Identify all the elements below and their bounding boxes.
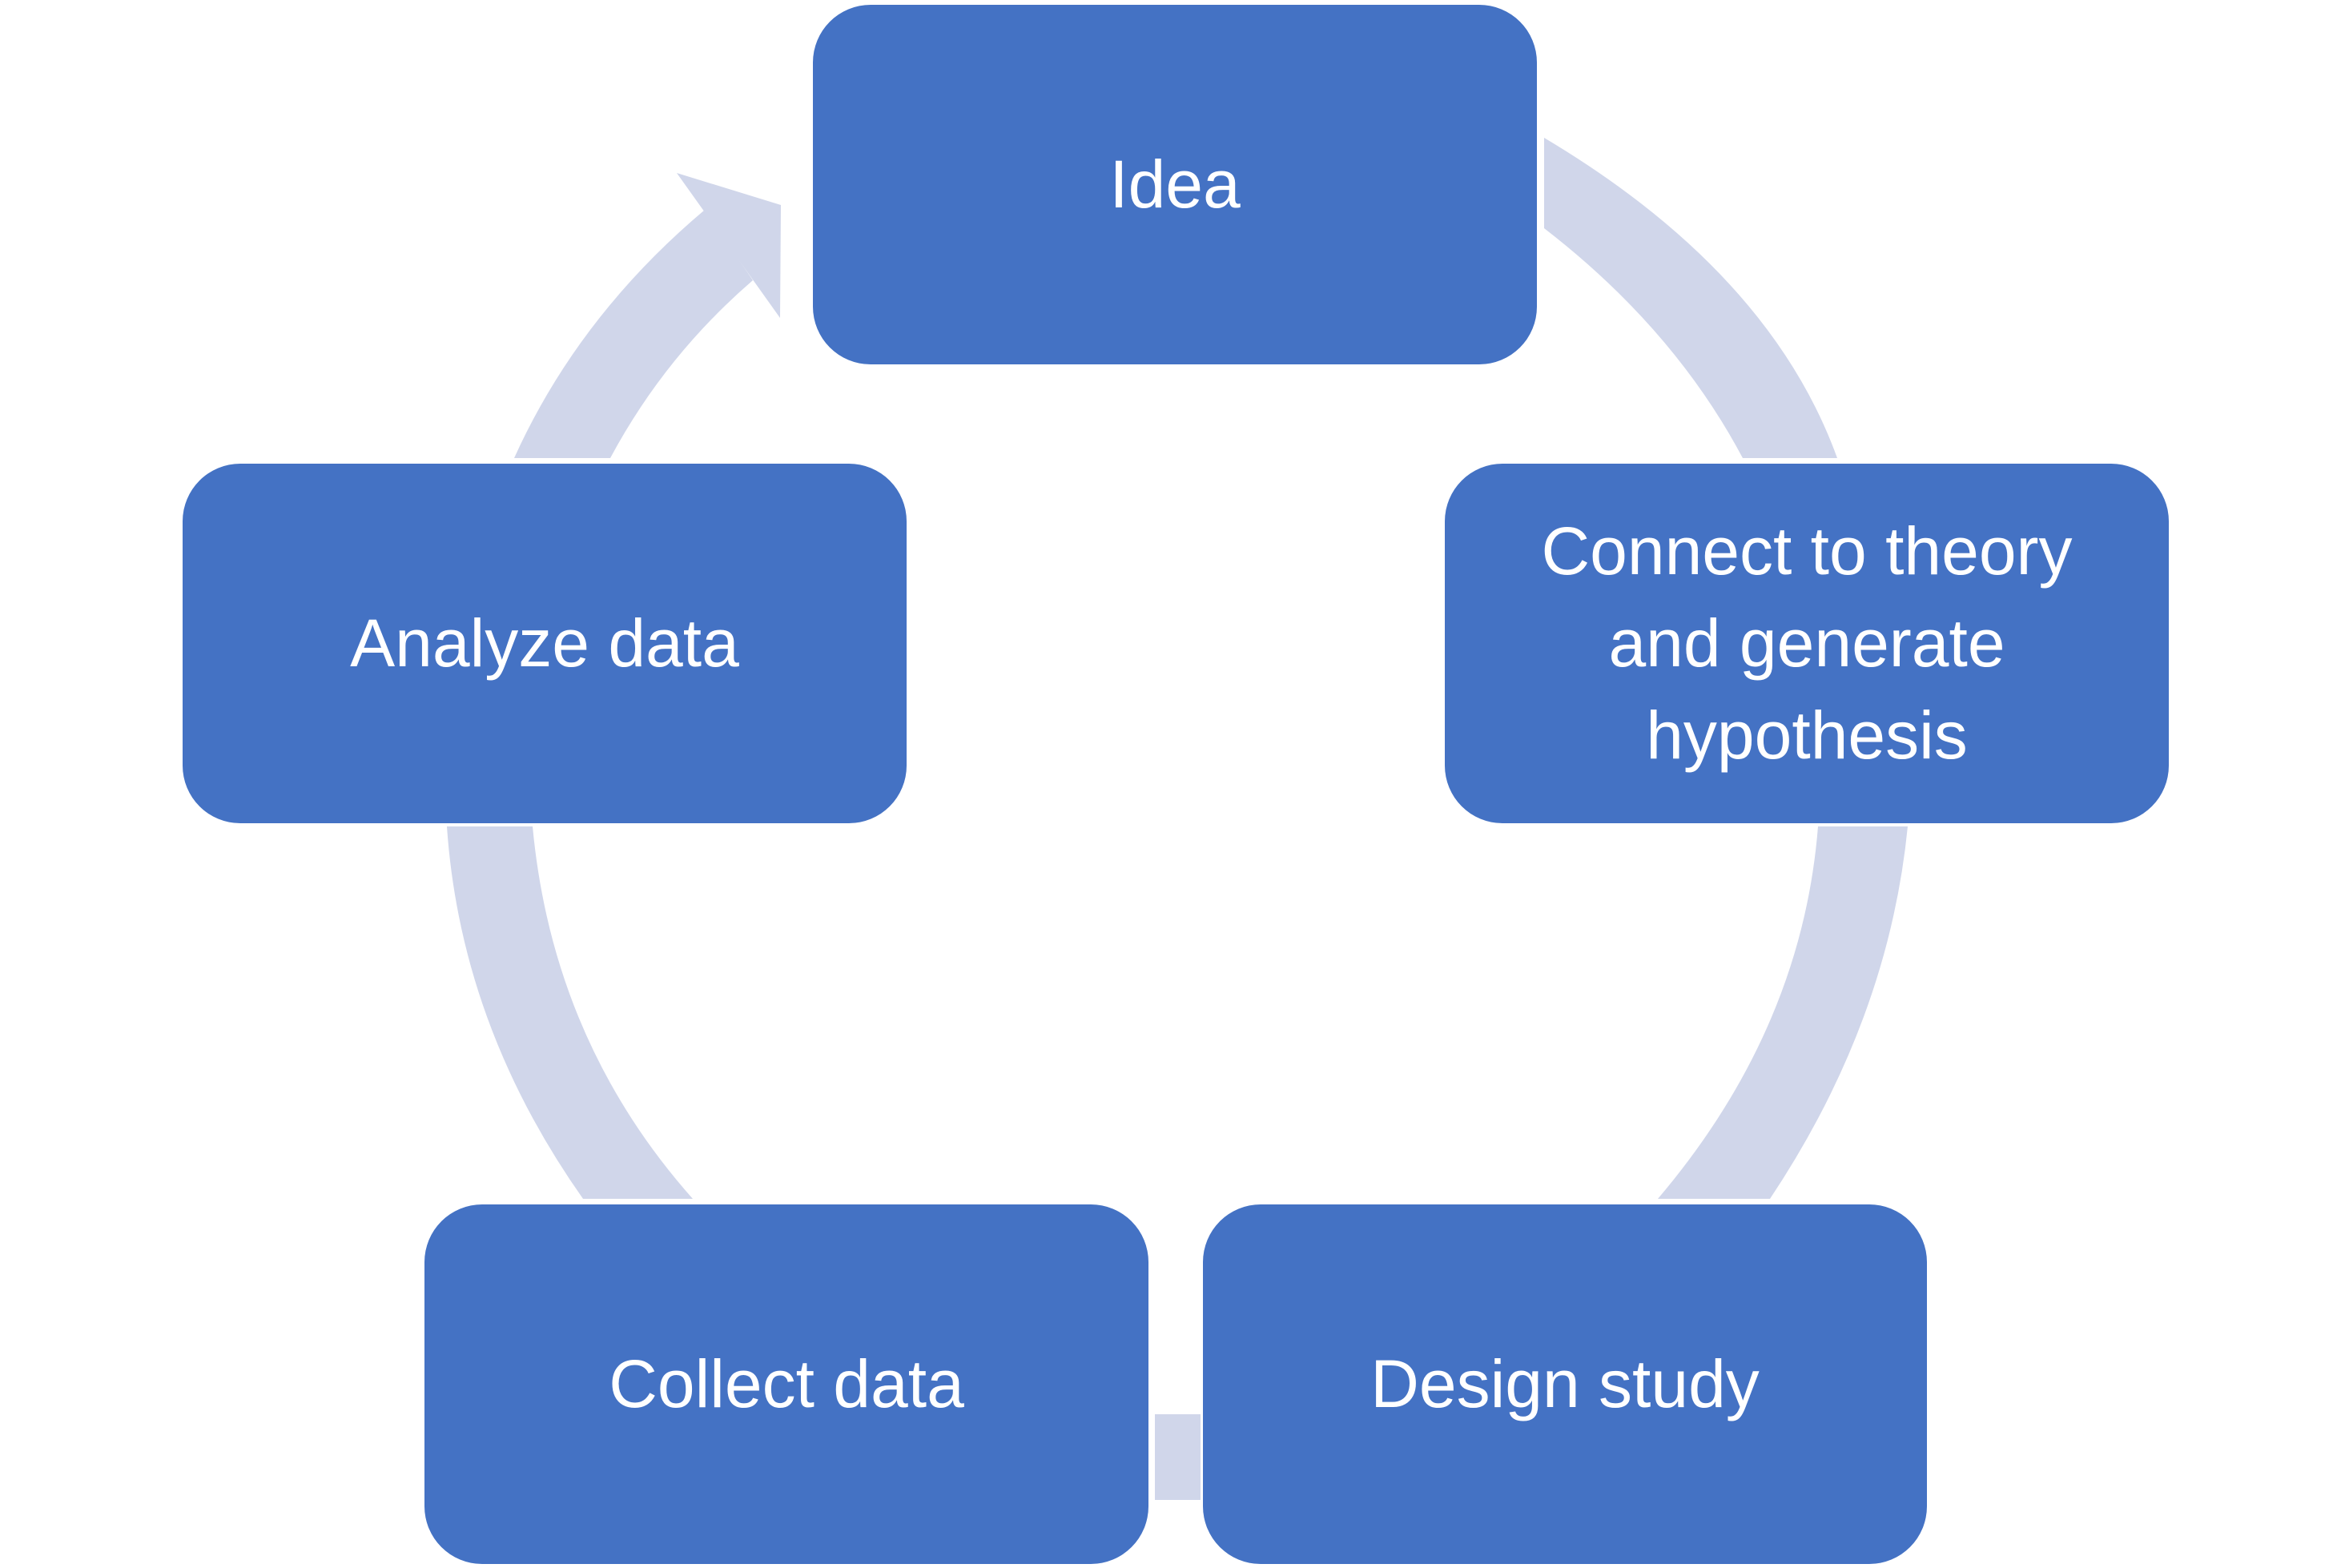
connector-design-to-collect (1155, 1414, 1201, 1500)
node-design-study: Design study (1203, 1204, 1927, 1564)
node-idea-label: Idea (1109, 147, 1241, 222)
arrowhead-to-idea (677, 173, 781, 318)
connector-analyze-to-idea-band (514, 210, 753, 458)
node-design-study-label: Design study (1370, 1346, 1760, 1421)
node-idea: Idea (813, 5, 1537, 364)
node-analyze-data: Analyze data (183, 464, 907, 823)
connector-collect-to-analyze (447, 826, 693, 1199)
connector-idea-to-connect (1544, 138, 1837, 458)
node-collect-data-label: Collect data (609, 1346, 964, 1421)
node-connect-theory: Connect to theory and generate hypothesi… (1445, 464, 2169, 823)
connector-connect-to-design (1658, 826, 1908, 1199)
node-connect-theory-label: Connect to theory and generate hypothesi… (1541, 513, 2073, 773)
node-analyze-data-label: Analyze data (350, 605, 739, 681)
node-collect-data: Collect data (424, 1204, 1148, 1564)
